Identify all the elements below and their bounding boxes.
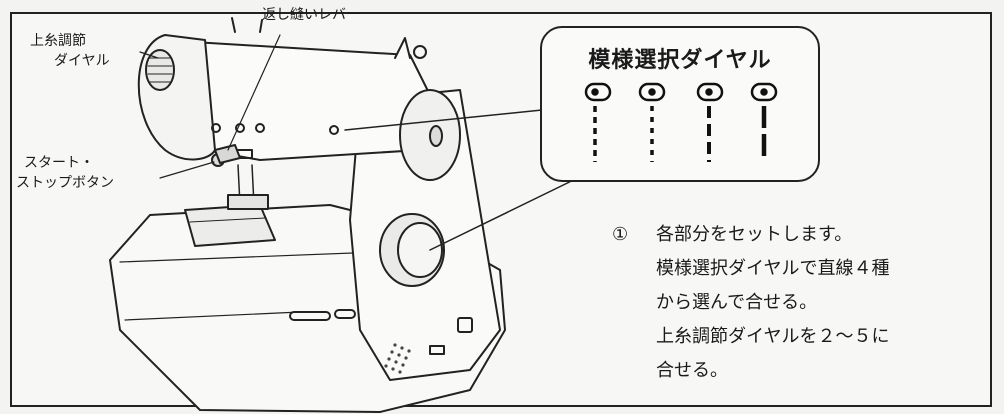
- label-start-stop-1: スタート・: [24, 155, 94, 171]
- medium-stitch-icon: [696, 82, 724, 162]
- instruction-line-3: から選んで合せる。: [656, 292, 818, 313]
- upper-thread-dial: [145, 49, 175, 91]
- label-upper-thread-dial-2: ダイヤル: [54, 53, 110, 69]
- callout-title: 模様選択ダイヤル: [588, 48, 772, 73]
- label-start-stop-2: ストップボタン: [16, 175, 114, 191]
- short-stitch-2-icon: [638, 82, 666, 162]
- pattern-dial-callout: 模様選択ダイヤル: [540, 26, 820, 182]
- long-stitch-icon: [750, 82, 778, 162]
- needle-plate: [184, 204, 276, 247]
- label-reverse-lever: 返し縫いレバー: [262, 7, 360, 23]
- instruction-block: ① 各部分をセットします。 模様選択ダイヤルで直線４種 から選んで合せる。 上糸…: [612, 218, 992, 388]
- short-stitch-1-icon: [584, 82, 612, 162]
- stitch-pattern-icons: [584, 82, 778, 162]
- instruction-line-5: 合せる。: [656, 360, 728, 381]
- instruction-line-4: 上糸調節ダイヤルを２～５に: [656, 326, 890, 347]
- step-number: ①: [612, 224, 629, 245]
- instruction-line-1: 各部分をセットします。: [656, 224, 853, 245]
- reverse-lever-shape: [214, 144, 241, 164]
- instruction-line-2: 模様選択ダイヤルで直線４種: [656, 258, 890, 279]
- machine-head: [137, 34, 216, 161]
- label-upper-thread-dial-1: 上糸調節: [30, 33, 86, 49]
